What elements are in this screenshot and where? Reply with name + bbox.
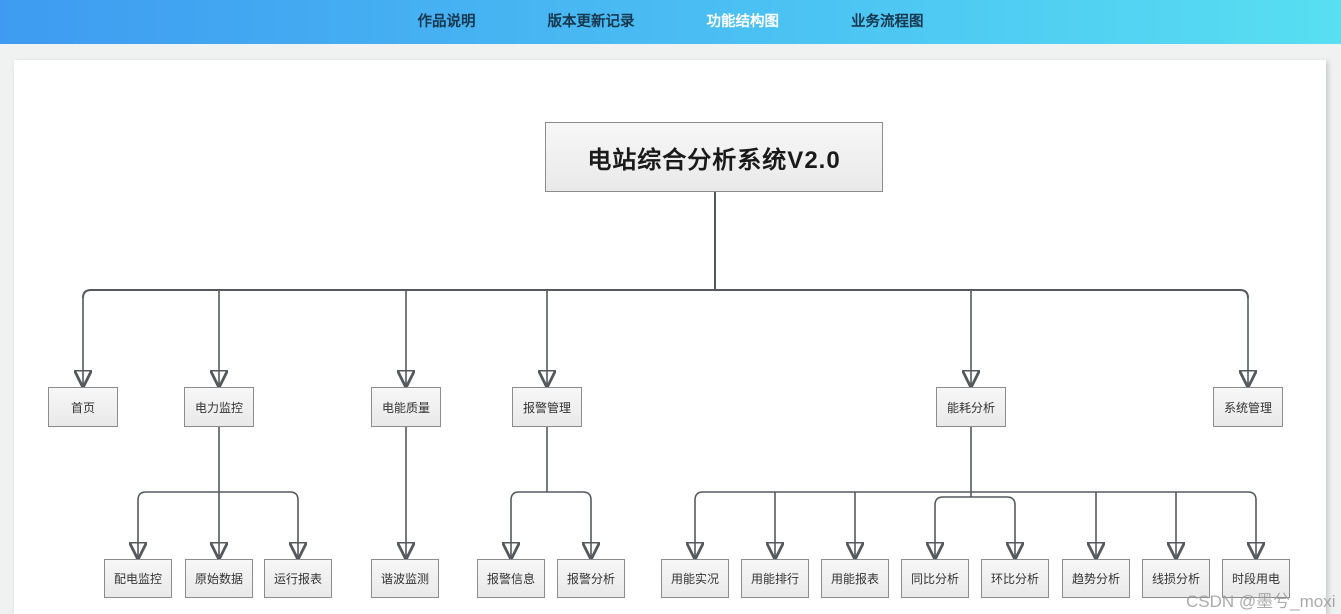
node-energy-analysis: 能耗分析 xyxy=(936,387,1006,427)
node-raw-data: 原始数据 xyxy=(185,559,253,598)
nav-item-function-structure[interactable]: 功能结构图 xyxy=(706,14,780,30)
node-energy-ranking: 用能排行 xyxy=(741,559,809,598)
nav-item-work-description[interactable]: 作品说明 xyxy=(417,14,476,30)
node-energy-report: 用能报表 xyxy=(821,559,889,598)
node-power-monitoring: 电力监控 xyxy=(184,387,254,427)
node-yoy-analysis: 同比分析 xyxy=(901,559,969,598)
node-trend-analysis: 趋势分析 xyxy=(1062,559,1130,598)
node-home: 首页 xyxy=(48,387,118,427)
nav-item-version-history[interactable]: 版本更新记录 xyxy=(547,14,635,30)
node-line-loss-analysis: 线损分析 xyxy=(1142,559,1210,598)
nav-item-business-flow[interactable]: 业务流程图 xyxy=(851,14,924,30)
top-nav-bar: 作品说明 版本更新记录 功能结构图 业务流程图 xyxy=(0,0,1341,44)
csdn-watermark: CSDN @墨兮_moxi xyxy=(1186,592,1336,611)
node-root-system-title: 电站综合分析系统V2.0 xyxy=(545,122,883,192)
node-energy-realtime: 用能实况 xyxy=(661,559,729,598)
node-alarm-info: 报警信息 xyxy=(477,559,545,598)
node-harmonic-monitoring: 谐波监测 xyxy=(371,559,439,598)
node-distribution-monitoring: 配电监控 xyxy=(104,559,172,598)
node-operation-report: 运行报表 xyxy=(264,559,332,598)
node-power-quality: 电能质量 xyxy=(371,387,441,427)
node-alarm-analysis: 报警分析 xyxy=(557,559,625,598)
node-alarm-management: 报警管理 xyxy=(512,387,582,427)
node-system-management: 系统管理 xyxy=(1213,387,1283,427)
node-period-usage: 时段用电 xyxy=(1222,559,1290,598)
node-mom-analysis: 环比分析 xyxy=(981,559,1049,598)
